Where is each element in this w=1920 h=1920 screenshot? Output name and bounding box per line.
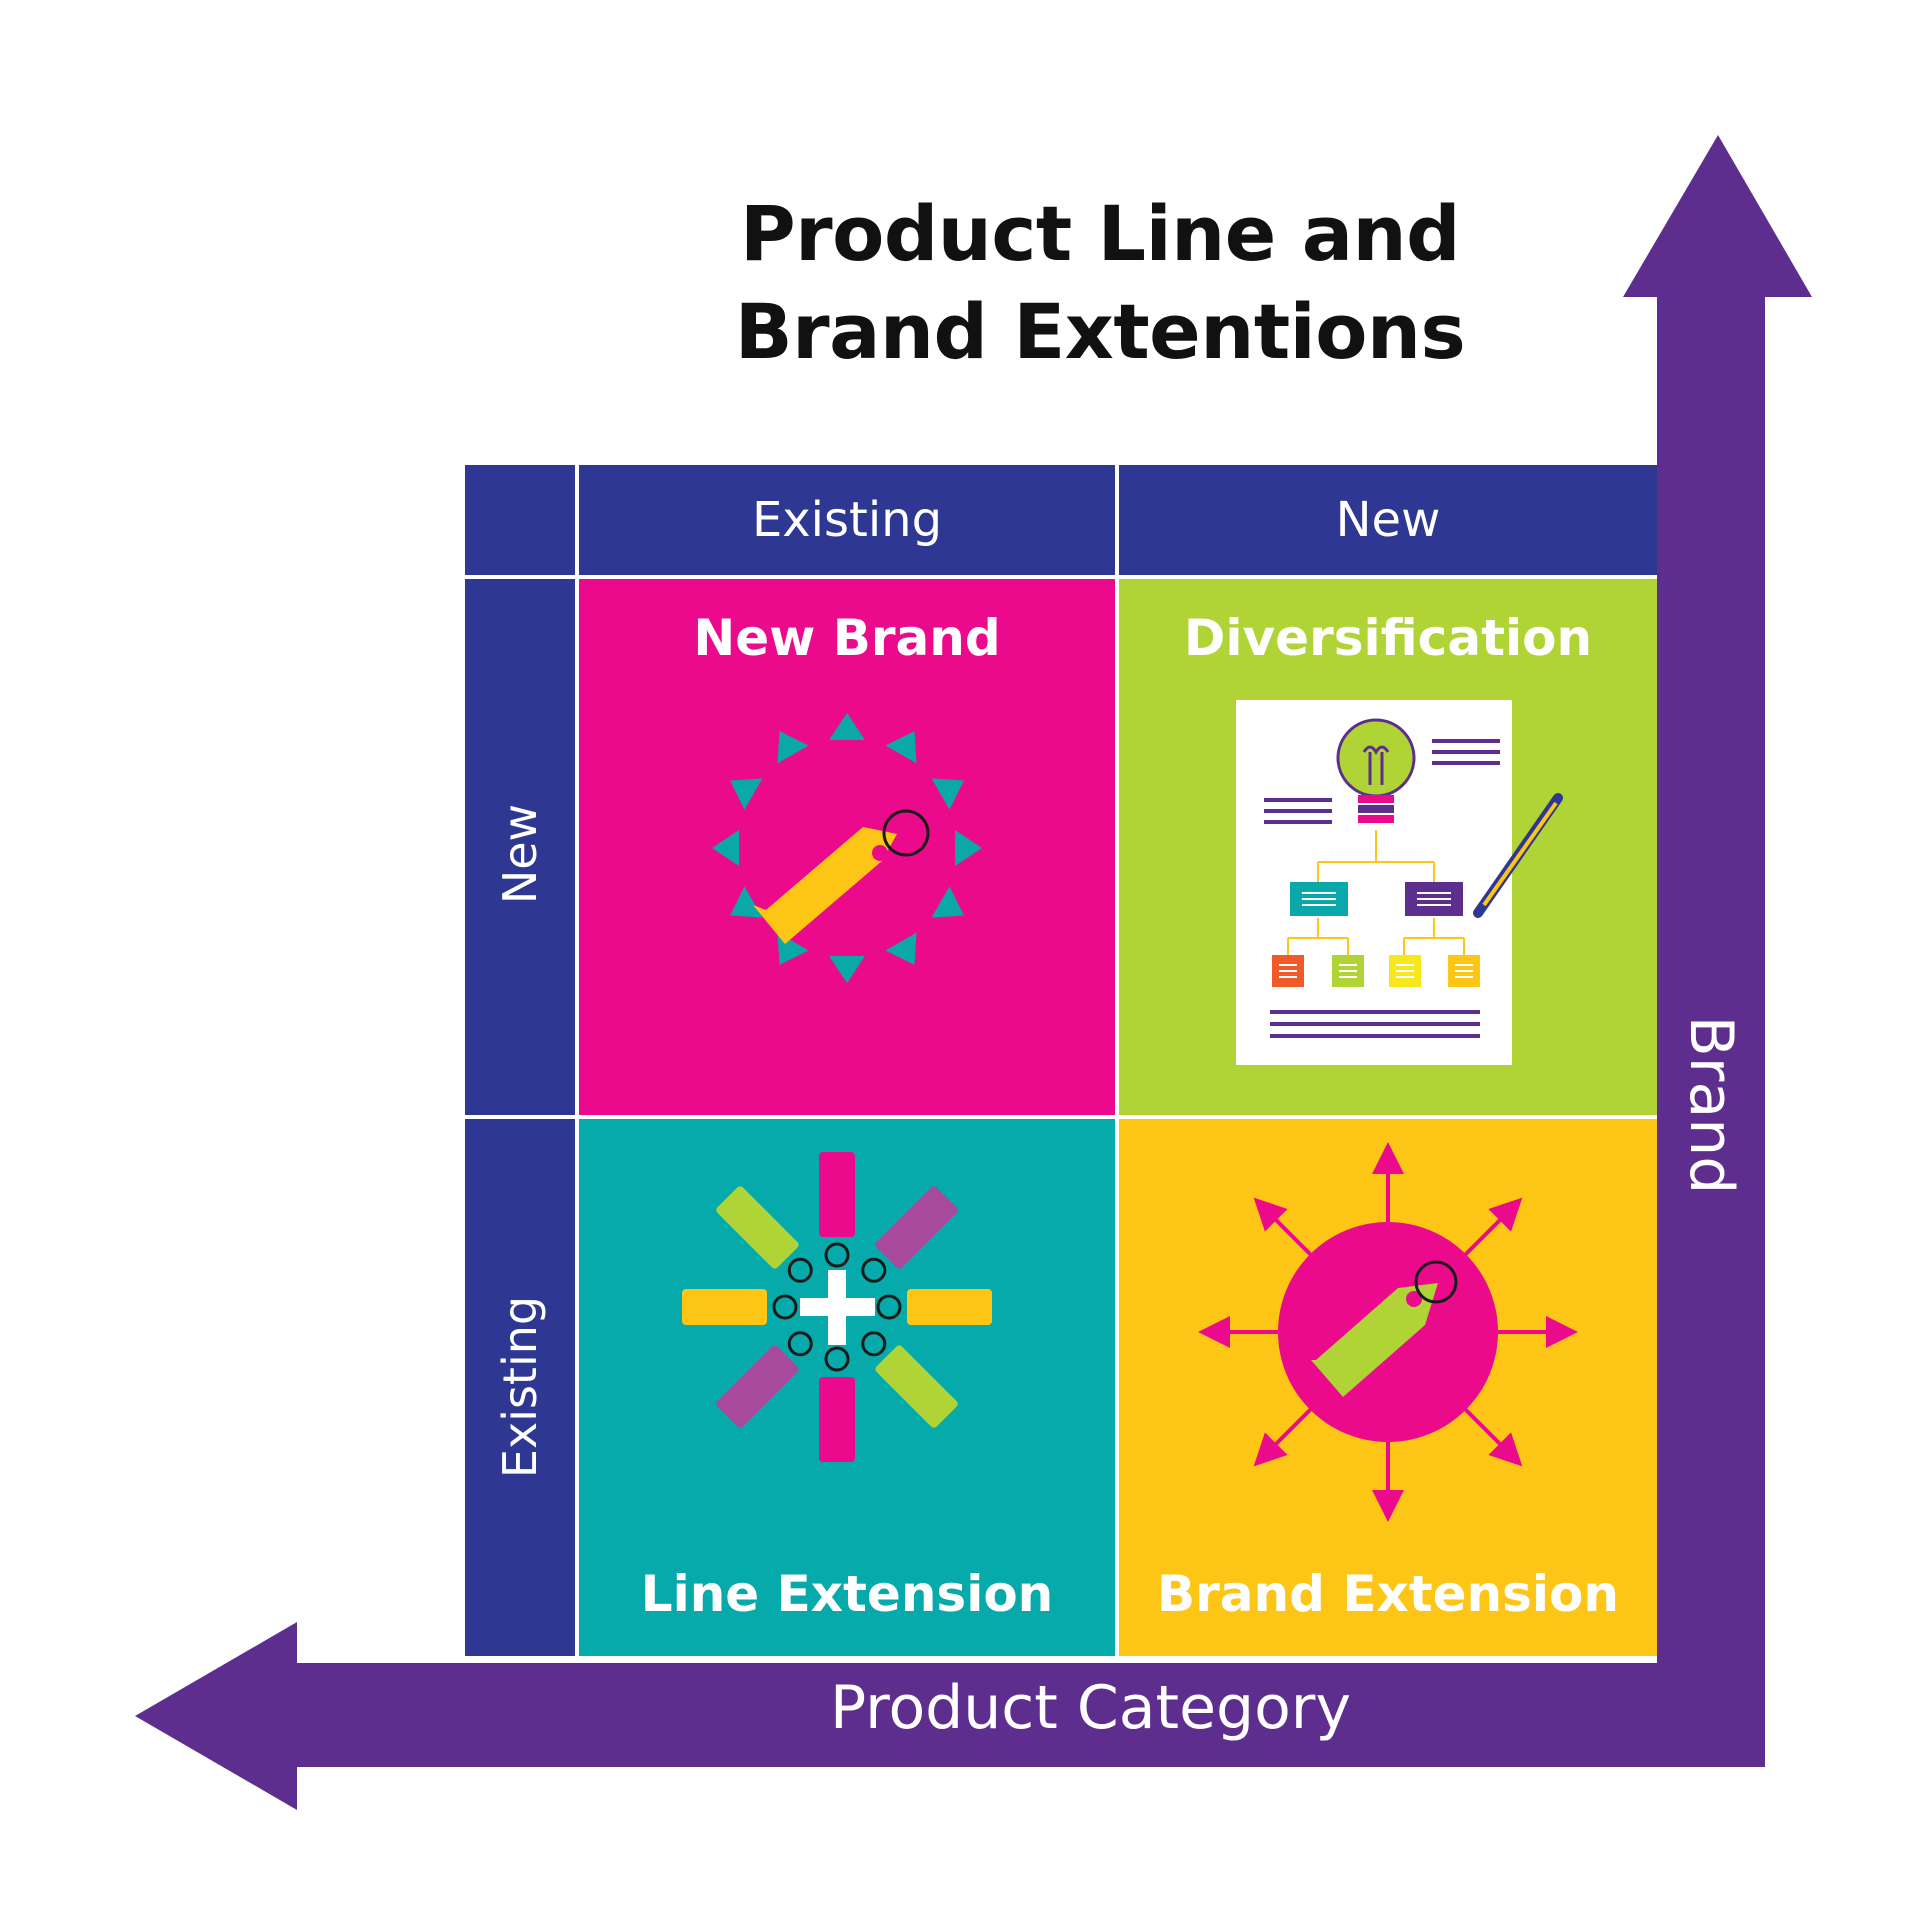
product-category-axis-label: Product Category	[830, 1673, 1351, 1743]
quadrant-line-extension: Line Extension	[579, 1119, 1115, 1656]
quadrant-diversification-title: Diversification	[1183, 609, 1593, 667]
product-category-axis-arrow	[135, 1622, 1765, 1810]
column-header-existing: Existing	[579, 465, 1115, 575]
diagram-title-line1: Product Line and	[739, 189, 1461, 278]
column-header-new-label: New	[1335, 492, 1441, 548]
row-header-new: New	[465, 579, 575, 1115]
row-header-existing: Existing	[465, 1119, 575, 1656]
row-header-existing-label: Existing	[493, 1295, 547, 1479]
column-header-existing-label: Existing	[751, 492, 943, 548]
quadrant-brand-extension: Brand Extension	[1119, 1119, 1657, 1656]
quadrant-brand-extension-title: Brand Extension	[1157, 1565, 1619, 1623]
quadrant-new-brand-title: New Brand	[693, 609, 1001, 667]
diagram-title: Product Line and Brand Extentions	[700, 185, 1500, 381]
quadrant-line-extension-title: Line Extension	[640, 1565, 1054, 1623]
brand-axis-arrow	[1623, 135, 1812, 1765]
diagram-title-line2: Brand Extentions	[734, 287, 1466, 376]
row-header-new-label: New	[493, 803, 547, 905]
quadrant-new-brand: New Brand	[579, 579, 1115, 1115]
quadrant-diversification: Diversification	[1119, 579, 1657, 1115]
column-header-new: New	[1119, 465, 1657, 575]
brand-axis-label: Brand	[1676, 1015, 1746, 1195]
header-corner	[465, 465, 575, 575]
